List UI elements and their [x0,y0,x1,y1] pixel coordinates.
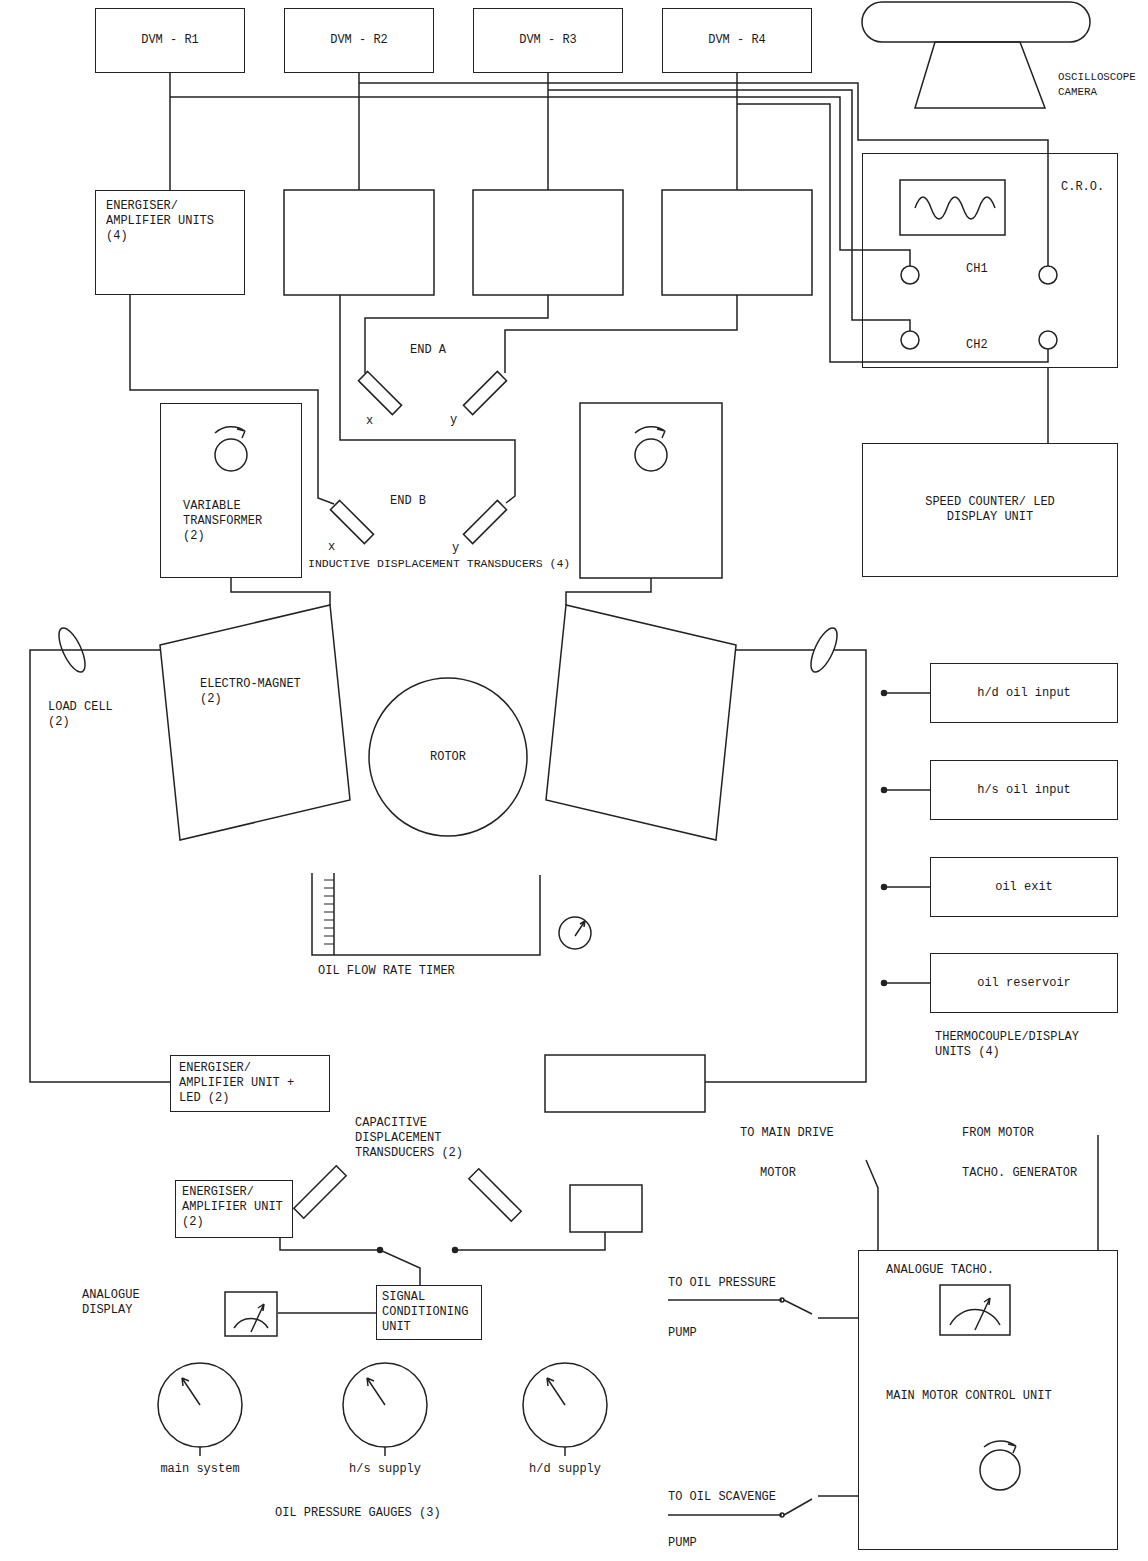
callout-label: THERMOCOUPLE/DISPLAY UNITS (4) [935,1030,1095,1060]
tacho-gauge-and-knob [940,1285,1020,1490]
thermocouple-box: h/d oil input [930,663,1118,723]
callout-label: y [452,541,459,556]
camera-label: OSCILLOSCOPE CAMERA [1050,66,1144,106]
callout-label: PUMP [668,1536,697,1551]
unit-label: ENERGISER/ AMPLIFIER UNIT + LED (2) [179,1061,321,1106]
wire-connector [231,578,330,605]
callout-label: PUMP [668,1326,697,1341]
callout-label: TO MAIN DRIVE [740,1126,834,1141]
callout-label: END A [410,343,446,358]
unit-label: ENERGISER/ AMPLIFIER UNIT (2) [182,1185,286,1230]
dvm-wires [170,73,1048,362]
unit-label: ANALOGUE TACHO. [886,1263,994,1278]
thermocouple-leads [882,691,931,986]
wire-connector [169,73,171,190]
oscilloscope-camera [862,2,1090,108]
unit-label: VARIABLE TRANSFORMER (2) [183,499,278,544]
amplifier-box: ENERGISER/ AMPLIFIER UNIT (2) [175,1180,293,1238]
counter-box: SPEED COUNTER/ LED DISPLAY UNIT [862,443,1118,577]
callout-label: INDUCTIVE DISPLACEMENT TRANSDUCERS (4) [308,556,570,571]
callout-label: main system [160,1462,239,1477]
unit-label: OSCILLOSCOPE CAMERA [1058,70,1136,100]
callout-label: x [328,540,335,555]
oil-flow-timer [312,873,591,955]
callout-label: TO OIL PRESSURE [668,1276,776,1291]
process-box: SIGNAL CONDITIONING UNIT [376,1285,482,1340]
callout-label: x [366,414,373,429]
unit-label: DVM - R2 [330,33,388,48]
unit-label: ELECTRO-MAGNET (2) [200,677,325,707]
callout-label: TO OIL SCAVENGE [668,1490,776,1505]
unit-label: C.R.O. [1061,180,1104,195]
callout-label: FROM MOTOR [962,1126,1034,1141]
unit-label: SPEED COUNTER/ LED DISPLAY UNIT [915,495,1065,525]
wire-connector [280,1238,420,1285]
unit-label: DVM - R1 [141,33,199,48]
meter-box: DVM - R4 [662,8,812,73]
unit-label: oil reservoir [977,976,1071,991]
unit-label: CH1 [966,262,988,277]
transformer-box: VARIABLE TRANSFORMER (2) [160,403,302,578]
callout-label: LOAD CELL (2) [48,700,128,730]
thermocouple-box: h/s oil input [930,760,1118,820]
right-electro-magnet [546,605,866,1082]
unit-label: oil exit [995,880,1053,895]
unit-label: DVM - R4 [708,33,766,48]
unit-label: CH2 [966,338,988,353]
wire-connector [278,1312,376,1314]
transformer-knobs [215,427,667,605]
analogue-display: ANALOGUE DISPLAY [82,1282,278,1340]
callout-label: OIL FLOW RATE TIMER [318,964,455,979]
transducer-wires [130,295,737,504]
callout-label: y [450,413,457,428]
meter-box: DVM - R1 [95,8,245,73]
poly-outline [160,605,350,840]
thermocouple-box: oil exit [930,857,1118,917]
amplifier-box: ENERGISER/ AMPLIFIER UNITS (4) [95,190,245,295]
motor-control-box: ANALOGUE TACHO. MAIN MOTOR CONTROL UNIT [858,1250,1118,1550]
unit-label: ANALOGUE DISPLAY [82,1288,182,1318]
callout-label: h/d supply [529,1462,601,1477]
wire-connector [1047,368,1049,443]
unit-label: SIGNAL CONDITIONING UNIT [382,1290,476,1335]
unit-label: ROTOR [430,750,466,765]
meter-box: DVM - R2 [284,8,434,73]
unit-label: h/d oil input [977,686,1071,701]
callout-label: h/s supply [349,1462,421,1477]
cro-screen [900,180,1057,349]
thermocouple-box: oil reservoir [930,953,1118,1013]
callout-label: TACHO. GENERATOR [962,1166,1077,1181]
selector-switch [378,1232,606,1253]
meter-box: DVM - R3 [473,8,623,73]
pressure-gauges [158,1363,607,1456]
callout-label: OIL PRESSURE GAUGES (3) [275,1506,441,1521]
electro-magnet: ELECTRO-MAGNET (2) [160,605,350,840]
capacitive-transducers [294,1166,521,1221]
callout-label: CAPACITIVE DISPLACEMENT TRANSDUCERS (2) [355,1116,485,1161]
wire-connector [30,650,170,1082]
amplifier-box: ENERGISER/ AMPLIFIER UNIT + LED (2) [170,1055,330,1112]
callout-label: MOTOR [760,1166,796,1181]
unit-label: h/s oil input [977,783,1071,798]
unit-label: DVM - R3 [519,33,577,48]
unit-label: MAIN MOTOR CONTROL UNIT [886,1389,1052,1404]
oscilloscope-box: C.R.O. CH1CH2 [862,153,1118,368]
inductive-transducers [330,371,506,543]
empty-unit-boxes [284,190,812,1232]
motor-switches [668,1135,1098,1517]
unit-label: ENERGISER/ AMPLIFIER UNITS (4) [106,199,234,244]
callout-label: END B [390,494,426,509]
rotor-circle: ROTOR [368,677,528,837]
